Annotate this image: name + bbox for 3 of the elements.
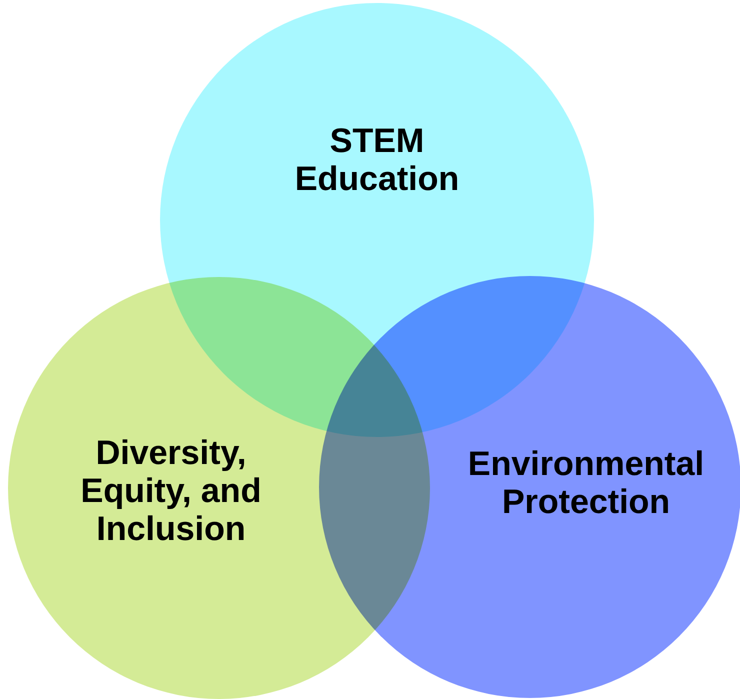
circle-label: STEM Education [294,122,460,198]
circle-label: Environmental Protection [466,445,706,521]
circle-label: Diversity, Equity, and Inclusion [80,434,262,548]
